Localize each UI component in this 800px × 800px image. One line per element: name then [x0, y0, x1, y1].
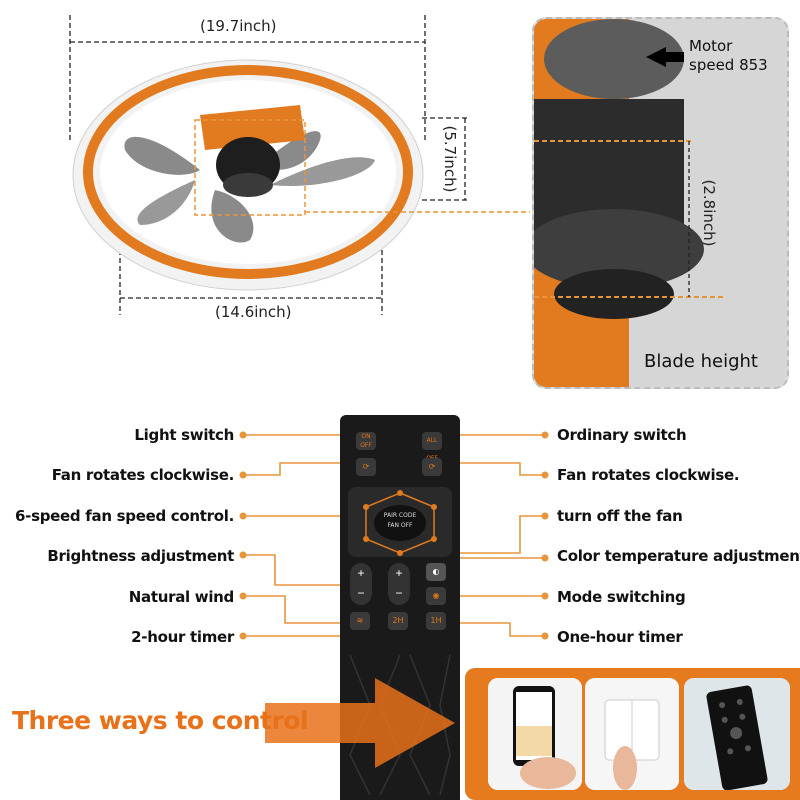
height-label: (5.7inch): [441, 125, 459, 193]
mode-switch-button[interactable]: ◉: [426, 587, 446, 605]
phone-app-thumb: [488, 678, 582, 790]
callout-ordinary-switch: Ordinary switch: [557, 426, 687, 444]
light-on-off-label: ON OFF: [360, 433, 372, 449]
width-top-label: (19.7inch): [200, 17, 277, 35]
speed-dial-hexagon: [363, 490, 437, 556]
fan-off-label: FAN OFF: [387, 522, 413, 529]
callout-turn-off-fan: turn off the fan: [557, 507, 683, 525]
callout-6-speed: 6-speed fan speed control.: [15, 507, 234, 525]
natural-wind-button[interactable]: ≋: [350, 612, 370, 630]
callout-natural-wind: Natural wind: [128, 588, 235, 606]
motor-speed-label: Motor speed 853: [689, 37, 768, 74]
all-off-button[interactable]: ALL OFF: [422, 432, 442, 462]
timer-1h-label: 1H: [430, 616, 442, 625]
remote-thumb: [684, 678, 790, 790]
callout-light-switch: Light switch: [134, 426, 234, 444]
timer-2h-button[interactable]: 2H: [388, 612, 408, 630]
callout-fan-clockwise-left: Fan rotates clockwise.: [51, 466, 235, 484]
remote-thumb-drawing: [684, 678, 790, 790]
pair-code-button[interactable]: PAIR CODE FAN OFF: [378, 511, 422, 531]
timer-1h-button[interactable]: 1H: [426, 612, 446, 630]
three-ways-title: Three ways to control: [12, 706, 309, 735]
timer-2h-label: 2H: [392, 616, 404, 625]
wall-switch-thumb: [585, 678, 679, 790]
speed-dial: PAIR CODE FAN OFF: [348, 487, 452, 557]
callout-color-temperature: Color temperature adjustment: [557, 547, 800, 565]
blade-height-label: Blade height: [644, 351, 758, 372]
phone-app-drawing: [488, 678, 582, 790]
callout-fan-clockwise-right: Fan rotates clockwise.: [557, 466, 740, 484]
fan-illustration: [69, 15, 530, 315]
width-bottom-label: (14.6inch): [215, 303, 292, 321]
callout-one-hour-timer: One-hour timer: [557, 628, 683, 646]
light-on-off-button[interactable]: ON OFF: [356, 432, 376, 450]
motor-detail-panel: Motor speed 853 (2.8inch) Blade height: [532, 17, 789, 389]
blade-gap-label: (2.8inch): [700, 179, 718, 247]
big-arrow: [265, 678, 455, 768]
color-temp-icon[interactable]: ◐: [426, 563, 446, 581]
wall-switch-drawing: [585, 678, 679, 790]
fan-clockwise-right-button[interactable]: ⟳: [422, 458, 442, 476]
pair-code-label: PAIR CODE: [383, 512, 417, 519]
callout-brightness: Brightness adjustment: [47, 547, 234, 565]
color-temp-rocker[interactable]: +−: [388, 563, 410, 605]
fan-clockwise-left-button[interactable]: ⟳: [356, 458, 376, 476]
brightness-rocker[interactable]: +−: [350, 563, 372, 605]
callout-mode-switching: Mode switching: [557, 588, 686, 606]
callout-2-hour-timer: 2-hour timer: [131, 628, 234, 646]
motor-detail-drawing: [534, 19, 787, 387]
